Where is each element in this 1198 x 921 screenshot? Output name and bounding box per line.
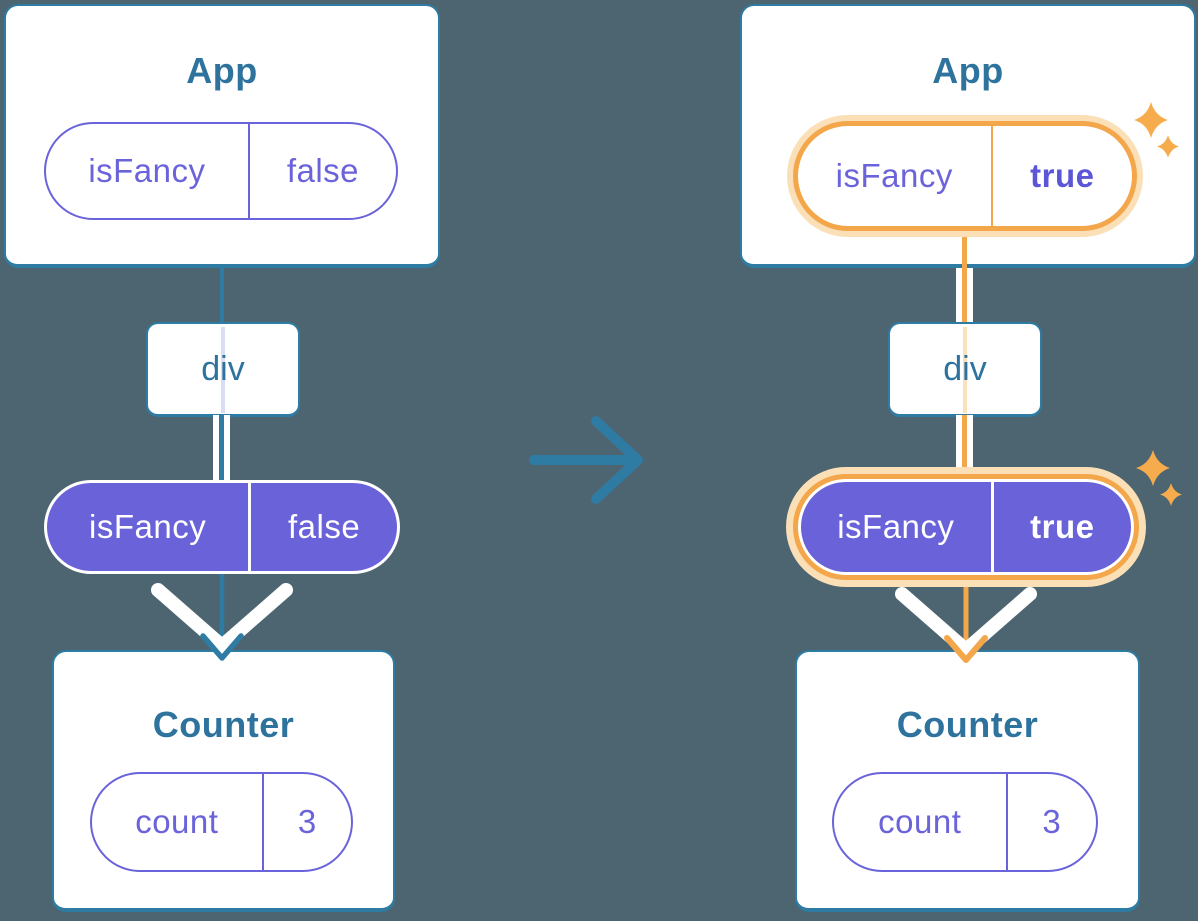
edge-div-to-prop [213,415,230,482]
state-value-label: false [286,152,360,189]
prop-key-label: isFancy [47,483,252,571]
app-title: App [932,50,1004,91]
app-state-pill-before: isFancy false [44,122,398,220]
edge-div-to-prop [956,415,973,470]
prop-pass-through-line [963,327,967,413]
prop-value-label: true [1030,508,1095,545]
edge-app-to-div [956,268,973,324]
state-flow-line-in-app [962,230,967,268]
counter-title: Counter [896,704,1039,745]
state-key-label: count [834,774,1008,870]
app-title: App [186,50,258,91]
prop-pill-after: isFancy true [798,479,1134,575]
state-key-label: isFancy [46,124,250,218]
state-value-label: 3 [1042,803,1062,840]
prop-key-label: isFancy [801,482,994,572]
state-key-label: isFancy [798,126,993,226]
div-card-before: div [146,322,300,417]
div-label: div [201,349,245,388]
counter-state-pill-after: count 3 [832,772,1098,872]
state-value-label: true [1030,157,1095,194]
transition-right-arrow-icon [529,416,643,504]
div-card-after: div [888,322,1042,417]
sparkles-icon [1136,450,1182,506]
div-label: div [943,349,987,388]
state-value-label: 3 [297,803,317,840]
down-arrow-after [895,580,1037,663]
app-state-pill-after: isFancy true [798,126,1132,226]
counter-title: Counter [152,704,295,745]
prop-pass-through-line [221,327,225,413]
counter-state-pill-before: count 3 [90,772,353,872]
down-arrow-before [151,574,293,661]
state-key-label: count [92,774,264,870]
prop-pill-before: isFancy false [44,480,400,574]
sparkles-icon [1134,102,1179,158]
prop-value-label: false [288,508,361,545]
edge-app-to-div [220,266,224,324]
